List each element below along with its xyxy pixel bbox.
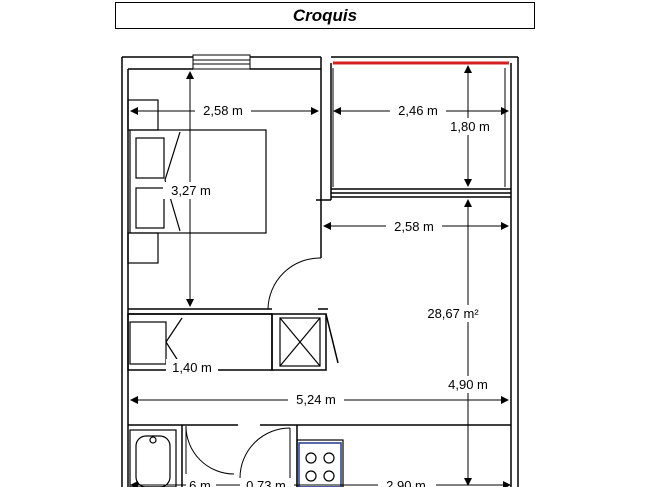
dim-bedroom-depth: 3,27 m bbox=[171, 183, 211, 198]
walls bbox=[121, 56, 519, 487]
dim-wc-width: 0,73 m bbox=[246, 478, 286, 487]
dim-living-width: 2,58 m bbox=[394, 219, 434, 234]
title-box: Croquis bbox=[115, 2, 535, 29]
window-icon bbox=[192, 54, 251, 70]
dim-bath-width: 6 m bbox=[189, 478, 211, 487]
bed-icon bbox=[127, 99, 267, 264]
dimension-labels: 2,58 m 3,27 m 2,46 m 1,80 m 2,58 m 28,67… bbox=[163, 102, 498, 487]
dim-wardrobe-width: 1,40 m bbox=[172, 360, 212, 375]
dim-balcony-depth: 1,80 m bbox=[450, 119, 490, 134]
dim-kitchen-width: 2,90 m bbox=[386, 478, 426, 487]
page-title: Croquis bbox=[292, 5, 358, 25]
living-area-label: 28,67 m² bbox=[427, 306, 479, 321]
dim-bedroom-width: 2,58 m bbox=[203, 103, 243, 118]
dim-living-depth: 4,90 m bbox=[448, 377, 488, 392]
bathtub-icon bbox=[129, 429, 177, 487]
dim-total-width: 5,24 m bbox=[296, 392, 336, 407]
door-icon bbox=[185, 257, 322, 479]
balcony-frame bbox=[332, 68, 506, 187]
stove-icon bbox=[296, 439, 344, 487]
wardrobe-icon bbox=[129, 317, 321, 368]
dim-balcony-width: 2,46 m bbox=[398, 103, 438, 118]
